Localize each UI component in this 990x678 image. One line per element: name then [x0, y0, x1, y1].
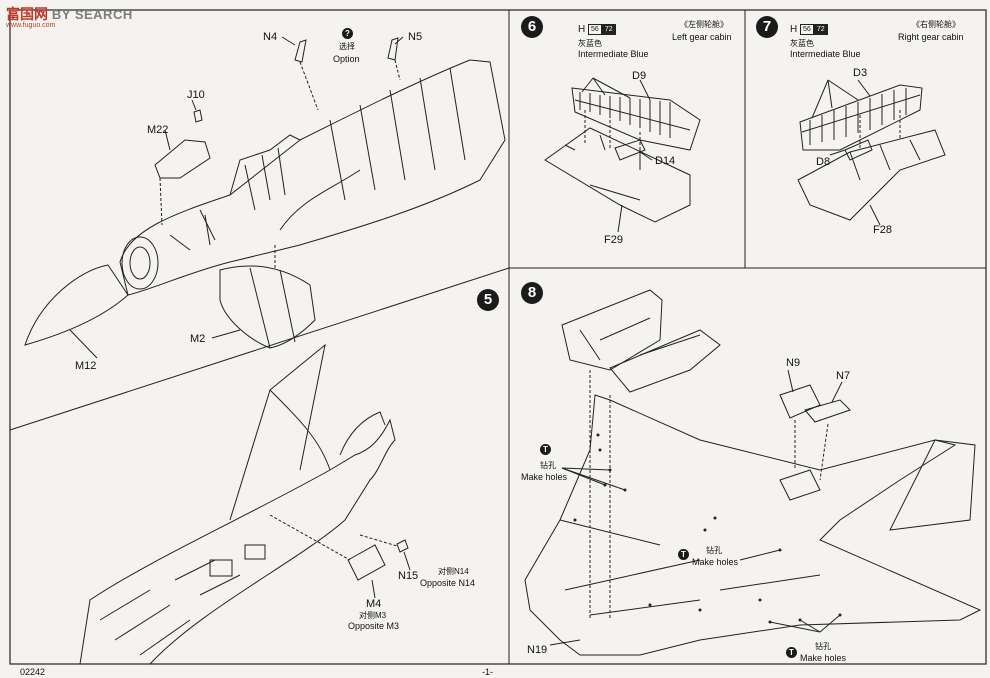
part-n4	[294, 39, 307, 63]
label-n7: N7	[836, 370, 851, 382]
fuselage-front	[119, 59, 506, 296]
label-m4-en: Opposite M3	[348, 621, 400, 631]
step-5-badge: 5	[477, 289, 499, 311]
label-d8: D8	[816, 156, 831, 168]
label-m12: M12	[75, 360, 97, 372]
label-m2: M2	[190, 333, 206, 345]
watermark-url: www.fuguo.com	[6, 22, 56, 29]
step-7-badge: 7	[756, 16, 778, 38]
make-holes-cn-2: 钻孔	[706, 546, 722, 555]
make-holes-cn-1: 钻孔	[540, 461, 556, 470]
step7-color-en: Intermediate Blue	[790, 49, 861, 59]
fuselage-rear	[79, 343, 396, 665]
drill-icon-2: T	[678, 549, 689, 560]
label-d14: D14	[655, 155, 676, 167]
label-n4: N4	[263, 31, 278, 43]
step6-color-cn: 灰蓝色	[578, 39, 602, 48]
step6-color-en: Intermediate Blue	[578, 49, 649, 59]
label-f29: F29	[604, 234, 623, 246]
watermark-logo: 富国网 BY SEARCH	[6, 4, 133, 24]
part-j10	[193, 109, 203, 123]
step6-color-num-b: 72	[601, 24, 616, 35]
label-n5: N5	[408, 31, 423, 43]
step7-cabin-en: Right gear cabin	[898, 32, 964, 42]
watermark-brand-cn: 富国网	[6, 6, 48, 22]
part-m4	[347, 544, 386, 581]
make-holes-en-1: Make holes	[521, 472, 568, 482]
step7-color-letter: H	[790, 24, 798, 36]
step-8-badge: 8	[521, 282, 543, 304]
canopy-m22	[154, 139, 211, 179]
divider-diagonal	[9, 267, 510, 431]
drill-icon-1: T	[540, 444, 551, 455]
step7-drawing	[797, 79, 946, 226]
drill-hole-marks	[573, 433, 842, 624]
label-n15: N15	[398, 570, 419, 582]
step6-cabin-cn: 《左侧轮舱》	[680, 20, 728, 29]
step8-drawing	[524, 289, 982, 656]
label-n19: N19	[527, 644, 548, 656]
label-d9: D9	[632, 70, 647, 82]
label-n15-cn: 对侧N14	[438, 567, 469, 576]
label-n9: N9	[786, 357, 801, 369]
step6-cabin-en: Left gear cabin	[672, 32, 732, 42]
option-cn: 选择	[339, 42, 355, 51]
intake-m2	[219, 265, 316, 349]
step7-color-num-a: 56	[800, 24, 814, 35]
label-n15-en: Opposite N14	[420, 578, 476, 588]
step7-cabin-cn: 《右侧轮舱》	[912, 20, 960, 29]
watermark-brand-en: BY SEARCH	[51, 7, 133, 22]
part-n15	[396, 539, 409, 553]
label-m4-cn: 对侧M3	[359, 611, 387, 620]
nose-cone-m12	[24, 264, 129, 346]
page-code: 02242	[20, 667, 46, 677]
label-f28: F28	[873, 224, 892, 236]
make-holes-en-2: Make holes	[692, 557, 739, 567]
drill-icon-3: T	[786, 647, 797, 658]
label-j10: J10	[187, 89, 205, 101]
label-m22: M22	[147, 124, 169, 136]
step7-color-num-b: 72	[813, 24, 828, 35]
option-en: Option	[333, 54, 360, 64]
step-6-badge: 6	[521, 16, 543, 38]
part-n5	[387, 37, 399, 61]
page-number: -1-	[482, 667, 493, 677]
make-holes-cn-3: 钻孔	[815, 642, 831, 651]
page-frame	[9, 9, 987, 665]
make-holes-en-3: Make holes	[800, 653, 847, 663]
step6-color-num-a: 56	[588, 24, 602, 35]
label-m4: M4	[366, 598, 382, 610]
step7-color-cn: 灰蓝色	[790, 39, 814, 48]
label-d3: D3	[853, 67, 868, 79]
step6-color-letter: H	[578, 24, 586, 36]
option-icon: ?	[342, 28, 353, 39]
step6-drawing	[544, 77, 701, 233]
